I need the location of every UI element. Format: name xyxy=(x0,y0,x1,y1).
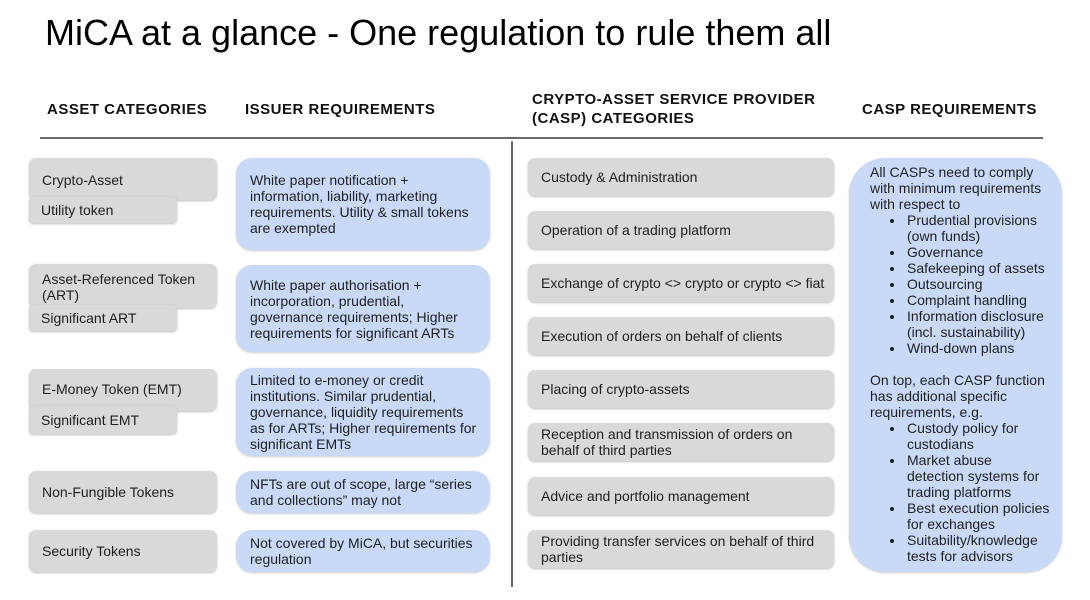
header-issuer-requirements: ISSUER REQUIREMENTS xyxy=(245,101,436,118)
asset-security-tokens: Security Tokens xyxy=(29,530,217,572)
asset-significant-art: Significant ART xyxy=(29,305,177,331)
issuer-art: White paper authorisation + incorporatio… xyxy=(236,265,490,352)
issuer-emt: Limited to e-money or credit institution… xyxy=(236,368,490,456)
asset-utility-token: Utility token xyxy=(29,197,177,223)
list-item: Outsourcing xyxy=(905,276,1052,292)
asset-art: Asset-Referenced Token (ART) xyxy=(29,264,217,308)
asset-nft: Non-Fungible Tokens xyxy=(29,471,217,513)
list-item: Custody policy for custodians xyxy=(905,420,1052,452)
header-divider xyxy=(40,137,1043,139)
issuer-crypto-asset: White paper notification + information, … xyxy=(236,158,490,250)
header-asset-categories: ASSET CATEGORIES xyxy=(47,101,208,118)
casp-category-custody: Custody & Administration xyxy=(528,158,834,196)
casp-category-advice: Advice and portfolio management xyxy=(528,477,834,515)
header-casp-requirements: CASP REQUIREMENTS xyxy=(862,101,1037,118)
casp-category-placing: Placing of crypto-assets xyxy=(528,370,834,408)
page-title: MiCA at a glance - One regulation to rul… xyxy=(45,12,832,53)
asset-emt: E-Money Token (EMT) xyxy=(29,369,217,411)
list-item: Prudential provisions (own funds) xyxy=(905,212,1052,244)
casp-category-exchange: Exchange of crypto <> crypto or crypto <… xyxy=(528,264,834,302)
header-casp-categories: CRYPTO-ASSET SERVICE PROVIDER (CASP) CAT… xyxy=(532,91,816,127)
casp-category-reception: Reception and transmission of orders on … xyxy=(528,423,834,461)
asset-significant-emt: Significant EMT xyxy=(29,406,177,434)
casp-requirements-intro-2: On top, each CASP function has additiona… xyxy=(870,372,1045,420)
issuer-nft: NFTs are out of scope, large “series and… xyxy=(236,471,490,513)
list-item: Safekeeping of assets xyxy=(905,260,1052,276)
casp-category-execution: Execution of orders on behalf of clients xyxy=(528,317,834,355)
casp-specific-requirements-list: Custody policy for custodians Market abu… xyxy=(870,420,1052,564)
list-item: Market abuse detection systems for tradi… xyxy=(905,452,1052,500)
list-item: Information disclosure (incl. sustainabi… xyxy=(905,308,1052,340)
list-item: Governance xyxy=(905,244,1052,260)
list-item: Complaint handling xyxy=(905,292,1052,308)
list-item: Wind-down plans xyxy=(905,340,1052,356)
issuer-security-tokens: Not covered by MiCA, but securities regu… xyxy=(236,530,490,572)
casp-requirements-intro: All CASPs need to comply with minimum re… xyxy=(870,164,1042,212)
list-item: Suitability/knowledge tests for advisors xyxy=(905,532,1052,564)
list-item: Best execution policies for exchanges xyxy=(905,500,1052,532)
casp-category-transfer: Providing transfer services on behalf of… xyxy=(528,530,834,568)
asset-crypto-asset: Crypto-Asset xyxy=(29,158,217,200)
casp-category-trading-platform: Operation of a trading platform xyxy=(528,211,834,249)
casp-requirements-box: All CASPs need to comply with minimum re… xyxy=(849,158,1062,572)
casp-requirements-list: Prudential provisions (own funds) Govern… xyxy=(870,212,1052,356)
column-divider xyxy=(511,141,513,587)
